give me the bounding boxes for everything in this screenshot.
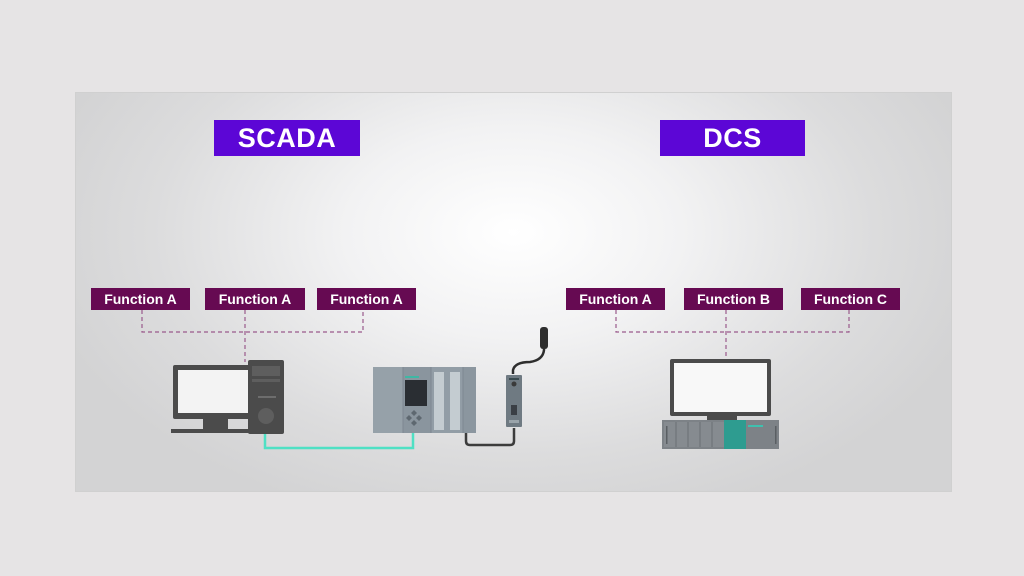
pc-workstation-icon <box>171 360 284 434</box>
gateway-cable <box>464 428 516 447</box>
dcs-function-box: Function B <box>684 288 783 310</box>
plc-controller-icon <box>373 367 476 433</box>
scada-connector-lines <box>141 310 364 362</box>
dcs-connector-lines <box>615 310 850 360</box>
network-cable <box>263 432 415 450</box>
dcs-monitor-icon <box>670 359 771 420</box>
antenna-icon <box>540 327 548 349</box>
scada-function-box: Function A <box>91 288 190 310</box>
antenna-cable <box>511 345 546 374</box>
scada-title: SCADA <box>214 120 360 156</box>
gateway-modem-icon <box>506 375 522 427</box>
dcs-title: DCS <box>660 120 805 156</box>
scada-function-box: Function A <box>205 288 305 310</box>
dcs-function-box: Function C <box>801 288 900 310</box>
dcs-function-box: Function A <box>566 288 665 310</box>
dcs-controller-icon <box>662 420 779 449</box>
scada-function-box: Function A <box>317 288 416 310</box>
